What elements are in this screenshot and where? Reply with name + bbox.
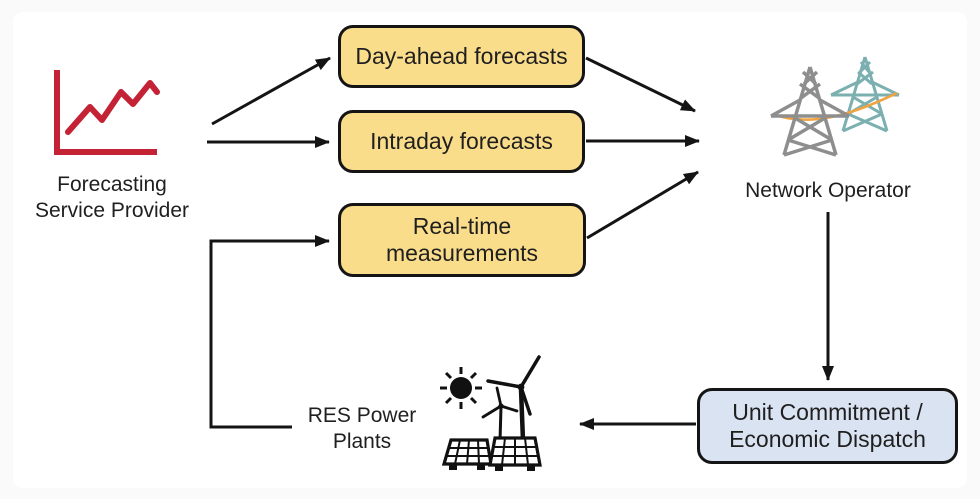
transmission-towers-icon [770,56,900,157]
forecasting-label-line1: Forecasting [57,173,167,196]
arrow-provider-to-dayahead [211,56,331,126]
wind-turbine-large-icon [486,355,541,442]
res-label-line2: Plants [332,430,392,453]
unit-commitment-label-line2: Economic Dispatch [729,426,926,452]
realtime-measurements-box: Real-time measurements [338,203,586,277]
solar-panel-left-icon [441,438,493,470]
arrow-realtime-to-operator [586,170,699,240]
day-ahead-forecasts-label: Day-ahead forecasts [355,43,568,69]
unit-commitment-dispatch-box: Unit Commitment / Economic Dispatch [697,388,958,464]
sun-wind-turbines-solar-panels-icon [440,355,542,471]
sun-icon [440,367,482,409]
forecasting-service-provider-label: Forecasting Service Provider [7,172,217,224]
intraday-forecasts-box: Intraday forecasts [338,110,585,173]
intraday-forecasts-label: Intraday forecasts [370,128,553,154]
wind-turbine-small-icon [481,386,519,442]
forecasting-label-line2: Service Provider [34,199,190,222]
teal-tower-icon [830,56,900,133]
network-operator-label: Network Operator [745,179,911,202]
arrow-res-to-realtime-elbow [209,235,330,429]
day-ahead-forecasts-box: Day-ahead forecasts [338,25,585,88]
res-power-plants-label: RES Power Plants [287,403,437,455]
gray-tower-icon [770,66,850,157]
unit-commitment-label-line1: Unit Commitment / [732,399,923,425]
solar-panel-right-icon [488,436,542,471]
res-label-line1: RES Power [307,404,417,427]
trend-line-chart-icon [54,70,160,155]
arrow-dayahead-to-operator [585,56,696,113]
realtime-measurements-label-line2: measurements [385,240,539,266]
realtime-measurements-label-line1: Real-time [412,213,512,239]
